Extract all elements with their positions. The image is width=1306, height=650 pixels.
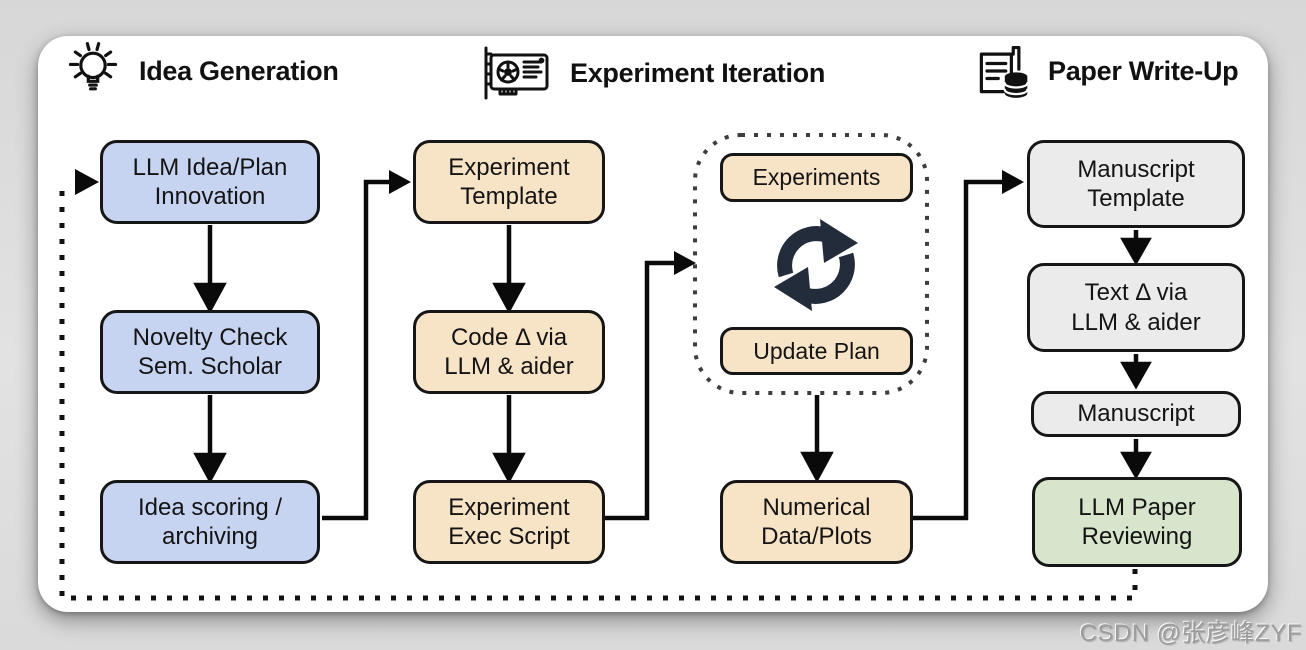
node-experiment-template: Experiment Template	[413, 140, 605, 224]
node-idea-scoring-archiving: Idea scoring / archiving	[100, 480, 320, 564]
watermark: CSDN @张彦峰ZYF	[1079, 620, 1302, 647]
node-manuscript-template: Manuscript Template	[1027, 140, 1245, 228]
section-header-experiment-iteration: Experiment Iteration	[478, 44, 825, 102]
node-label: LLM Paper Reviewing	[1078, 493, 1196, 550]
node-update-plan: Update Plan	[720, 327, 913, 375]
node-label: LLM Idea/Plan Innovation	[132, 153, 288, 210]
section-title: Experiment Iteration	[570, 57, 826, 88]
section-header-paper-write-up: Paper Write-Up	[972, 40, 1239, 102]
node-label: Idea scoring / archiving	[137, 493, 283, 550]
section-header-idea-generation: Idea Generation	[63, 40, 339, 102]
node-label: Text Δ via LLM & aider	[1071, 279, 1201, 336]
node-label: Novelty Check Sem. Scholar	[132, 323, 288, 380]
node-llm-paper-reviewing: LLM Paper Reviewing	[1032, 477, 1242, 567]
node-label: Update Plan	[753, 337, 880, 364]
node-label: Code Δ via LLM & aider	[444, 323, 574, 380]
node-label: Numerical Data/Plots	[761, 493, 872, 550]
node-llm-idea-plan-innovation: LLM Idea/Plan Innovation	[100, 140, 320, 224]
paper-stack-icon	[979, 45, 1029, 98]
node-text-delta: Text Δ via LLM & aider	[1027, 263, 1245, 352]
node-numerical-data-plots: Numerical Data/Plots	[720, 480, 913, 564]
gpu-icon	[484, 46, 549, 100]
node-novelty-check: Novelty Check Sem. Scholar	[100, 310, 320, 394]
node-label: Experiments	[752, 164, 881, 191]
node-experiments: Experiments	[720, 153, 913, 202]
node-label: Experiment Exec Script	[448, 493, 570, 550]
lightbulb-icon	[68, 42, 118, 91]
section-title: Paper Write-Up	[1048, 55, 1239, 86]
node-code-delta: Code Δ via LLM & aider	[413, 310, 605, 394]
cycle-icon	[766, 215, 866, 315]
node-experiment-exec-script: Experiment Exec Script	[413, 480, 605, 564]
node-label: Experiment Template	[448, 153, 570, 210]
node-label: Manuscript Template	[1077, 155, 1195, 212]
node-label: Manuscript	[1077, 400, 1195, 428]
section-title: Idea Generation	[139, 55, 339, 86]
node-manuscript: Manuscript	[1031, 391, 1241, 437]
